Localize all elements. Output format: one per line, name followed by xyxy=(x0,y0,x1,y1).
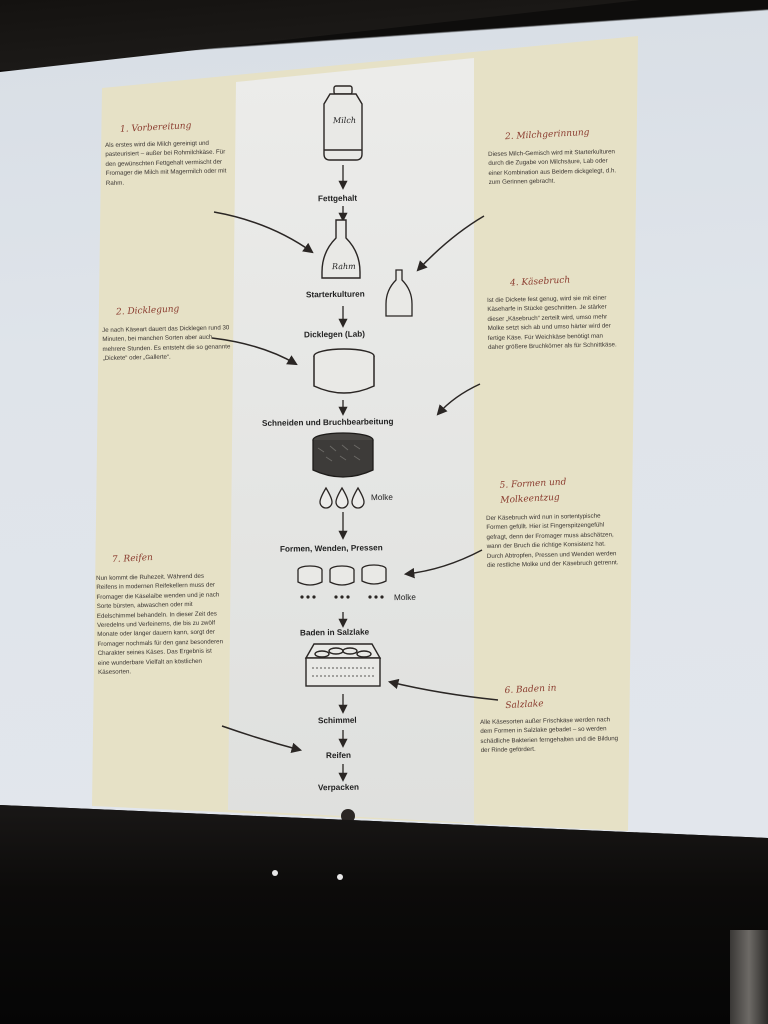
indicator-light-icon xyxy=(337,874,343,880)
label-schneiden: Schneiden und Bruchbearbeitung xyxy=(261,417,394,428)
cream-bottle-icon xyxy=(321,219,361,279)
side-arrows xyxy=(211,211,499,753)
brine-bath-icon xyxy=(304,643,382,687)
label-baden: Baden in Salzlake xyxy=(299,627,370,638)
background-stand xyxy=(730,930,768,1024)
label-dicklegen: Dicklegen (Lab) xyxy=(303,329,366,340)
indicator-light-icon xyxy=(272,870,278,876)
label-reifen: Reifen xyxy=(325,750,352,761)
milk-can-label: Milch xyxy=(332,115,357,126)
bottom-marker-icon xyxy=(341,809,355,823)
label-molke-1: Molke xyxy=(370,492,393,503)
whey-drops-icon xyxy=(319,486,365,509)
starter-culture-bottle-icon xyxy=(385,269,413,317)
label-formen: Formen, Wenden, Pressen xyxy=(279,543,383,554)
label-molke-2: Molke xyxy=(393,592,416,603)
cream-bottle-label: Rahm xyxy=(331,261,356,272)
label-starterkulturen: Starterkulturen xyxy=(305,289,365,300)
curd-bowl-icon xyxy=(313,348,375,394)
label-verpacken: Verpacken xyxy=(317,782,360,793)
milk-can-icon xyxy=(323,85,363,161)
monitor-bezel-bottom xyxy=(0,805,768,1024)
label-fettgehalt: Fettgehalt xyxy=(317,193,358,204)
cut-curd-icon xyxy=(312,432,374,478)
mold-whey-drops-icon xyxy=(300,595,384,599)
label-schimmel: Schimmel xyxy=(317,715,357,726)
cheese-molds-icon xyxy=(297,564,387,586)
